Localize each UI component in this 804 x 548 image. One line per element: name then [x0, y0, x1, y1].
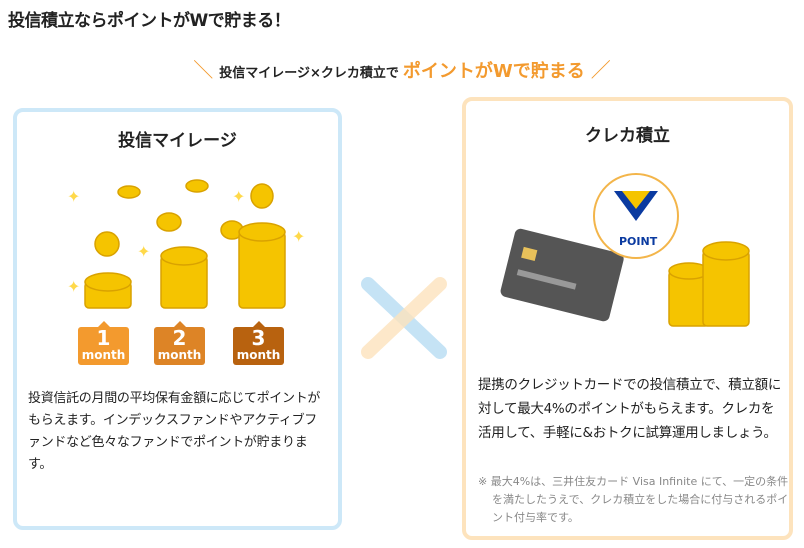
- tagline: ＼ 投信マイレージ×クレカ積立でポイントがWで貯まる／: [0, 54, 804, 83]
- card-body: 提携のクレジットカードでの投信積立で、積立額に対して最大4%のポイントがもらえま…: [478, 377, 782, 441]
- coins-illustration: ✦ ✦ ✦ ✦ ✦: [67, 179, 305, 309]
- page-title: 投信積立ならポイントがWで貯まる！: [8, 11, 291, 31]
- tagline-prefix: 投信マイレージ×クレカ積立で: [219, 66, 399, 81]
- credit-card-investment-card: クレカ積立 POINT 提携のクレジットカードでの投信積立で、積立額に対して最大…: [462, 97, 793, 540]
- credit-card-illustration: [500, 173, 679, 322]
- card-title: クレカ積立: [585, 126, 670, 146]
- svg-text:✦: ✦: [232, 187, 245, 206]
- card-title: 投信マイレージ: [118, 131, 237, 151]
- cross-icon: [361, 277, 447, 359]
- footnote: ※ 最大4%は、三井住友カード Visa Infinite にて、一定の条件を満…: [478, 475, 789, 524]
- tagline-highlight: ポイントがWで貯まる: [402, 61, 585, 82]
- svg-text:✦: ✦: [67, 277, 80, 296]
- svg-text:✦: ✦: [137, 242, 150, 261]
- svg-text:✦: ✦: [67, 187, 80, 206]
- svg-text:✦: ✦: [292, 227, 305, 246]
- card-body: 投資信託の月間の平均保有金額に応じてポイントがもらえます。インデックスファンドや…: [28, 391, 321, 472]
- slash-left: ＼: [193, 58, 214, 82]
- coin-stack: [668, 241, 750, 327]
- v-point-logo-text: POINT: [619, 235, 658, 248]
- slash-right: ／: [590, 58, 611, 82]
